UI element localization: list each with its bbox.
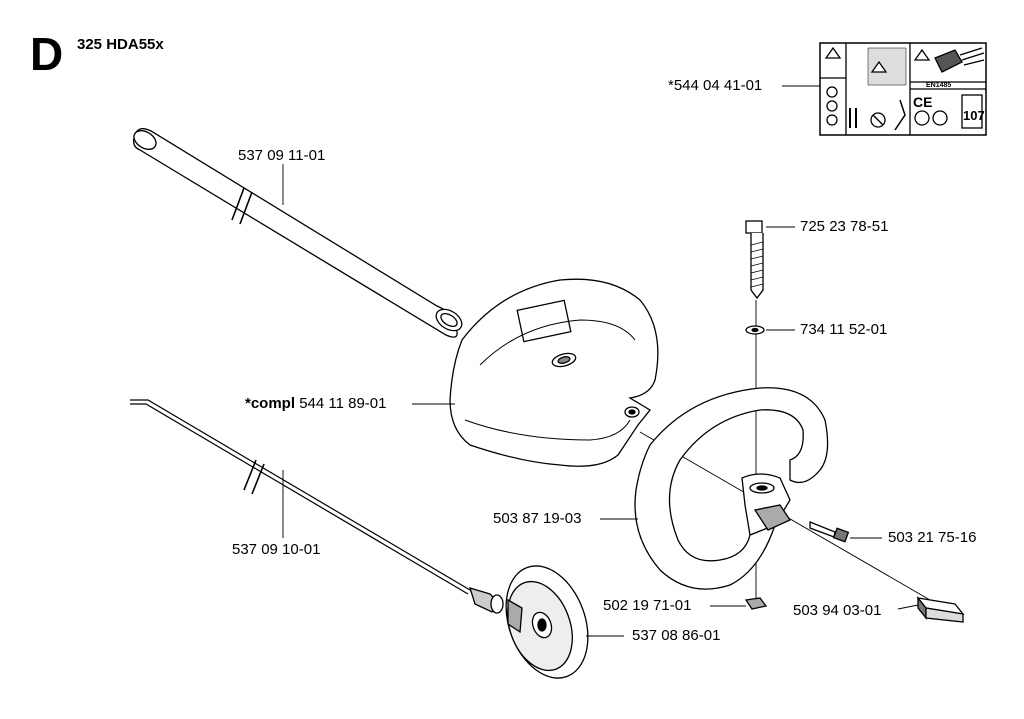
part-number-bolt: 725 23 78-51 (800, 218, 889, 235)
clutch-drum-part (505, 565, 589, 679)
part-number-screw: 503 21 75-16 (888, 529, 977, 546)
washer-part (745, 325, 765, 335)
part-number-tube: 537 09 11-01 (238, 147, 326, 164)
part-number-label: *544 04 41-01 (668, 77, 763, 94)
drive-tube-part (132, 128, 463, 338)
part-number-connector: 503 94 03-01 (793, 602, 882, 619)
decal-ce-mark: CE (913, 94, 932, 110)
decal-sound-level: 107 (963, 108, 985, 123)
guard-number: 544 11 89-01 (299, 395, 387, 412)
loop-handle-part (634, 387, 829, 590)
model-title: 325 HDA55x (77, 36, 164, 53)
part-number-shaft: 537 09 10-01 (232, 541, 321, 558)
section-letter: D (30, 28, 64, 80)
square-nut-part (744, 597, 768, 610)
part-number-washer: 734 11 52-01 (800, 321, 888, 338)
warning-decal-part (819, 42, 987, 136)
guard-part (449, 278, 659, 467)
connector-part (916, 596, 965, 623)
bolt-part (745, 220, 764, 300)
leader-lines (282, 85, 919, 637)
decal-text: EN1485 CE 107 (913, 82, 985, 123)
decal-standard: EN1485 (926, 82, 951, 89)
part-number-handle: 503 87 19-03 (493, 510, 582, 527)
part-number-nut: 502 19 71-01 (603, 597, 692, 614)
part-number-clutch-drum: 537 08 86-01 (632, 627, 721, 644)
compl-prefix: *compl (245, 395, 296, 412)
drive-shaft-part (130, 399, 504, 614)
screw-part (809, 521, 850, 543)
part-number-guard: *compl 544 11 89-01 (245, 395, 387, 413)
